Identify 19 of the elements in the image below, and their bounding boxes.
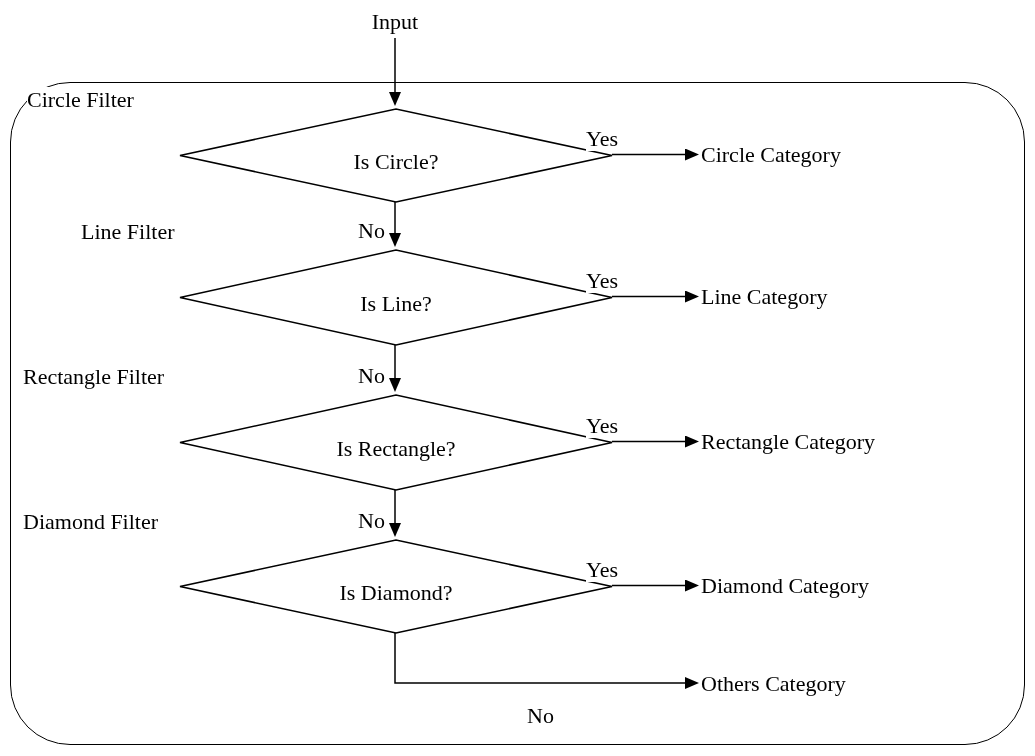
arrow <box>389 37 401 106</box>
decision-question: Is Rectangle? <box>336 435 456 462</box>
arrow <box>389 489 401 537</box>
arrow <box>389 201 401 247</box>
arrow <box>389 344 401 392</box>
category-label: Others Category <box>701 669 1011 699</box>
category-label: Rectangle Category <box>701 427 1011 457</box>
category-label: Circle Category <box>701 140 1011 170</box>
decision-question: Is Diamond? <box>339 579 453 606</box>
category-label: Diamond Category <box>701 571 1011 601</box>
category-label: Line Category <box>701 282 1011 312</box>
input-label: Input <box>345 6 445 38</box>
decision-question: Is Line? <box>360 290 432 317</box>
arrow <box>611 290 699 303</box>
arrow <box>611 148 699 161</box>
decision-question: Is Circle? <box>353 148 439 175</box>
arrow <box>611 579 699 592</box>
arrow <box>394 632 699 689</box>
arrow <box>611 435 699 448</box>
